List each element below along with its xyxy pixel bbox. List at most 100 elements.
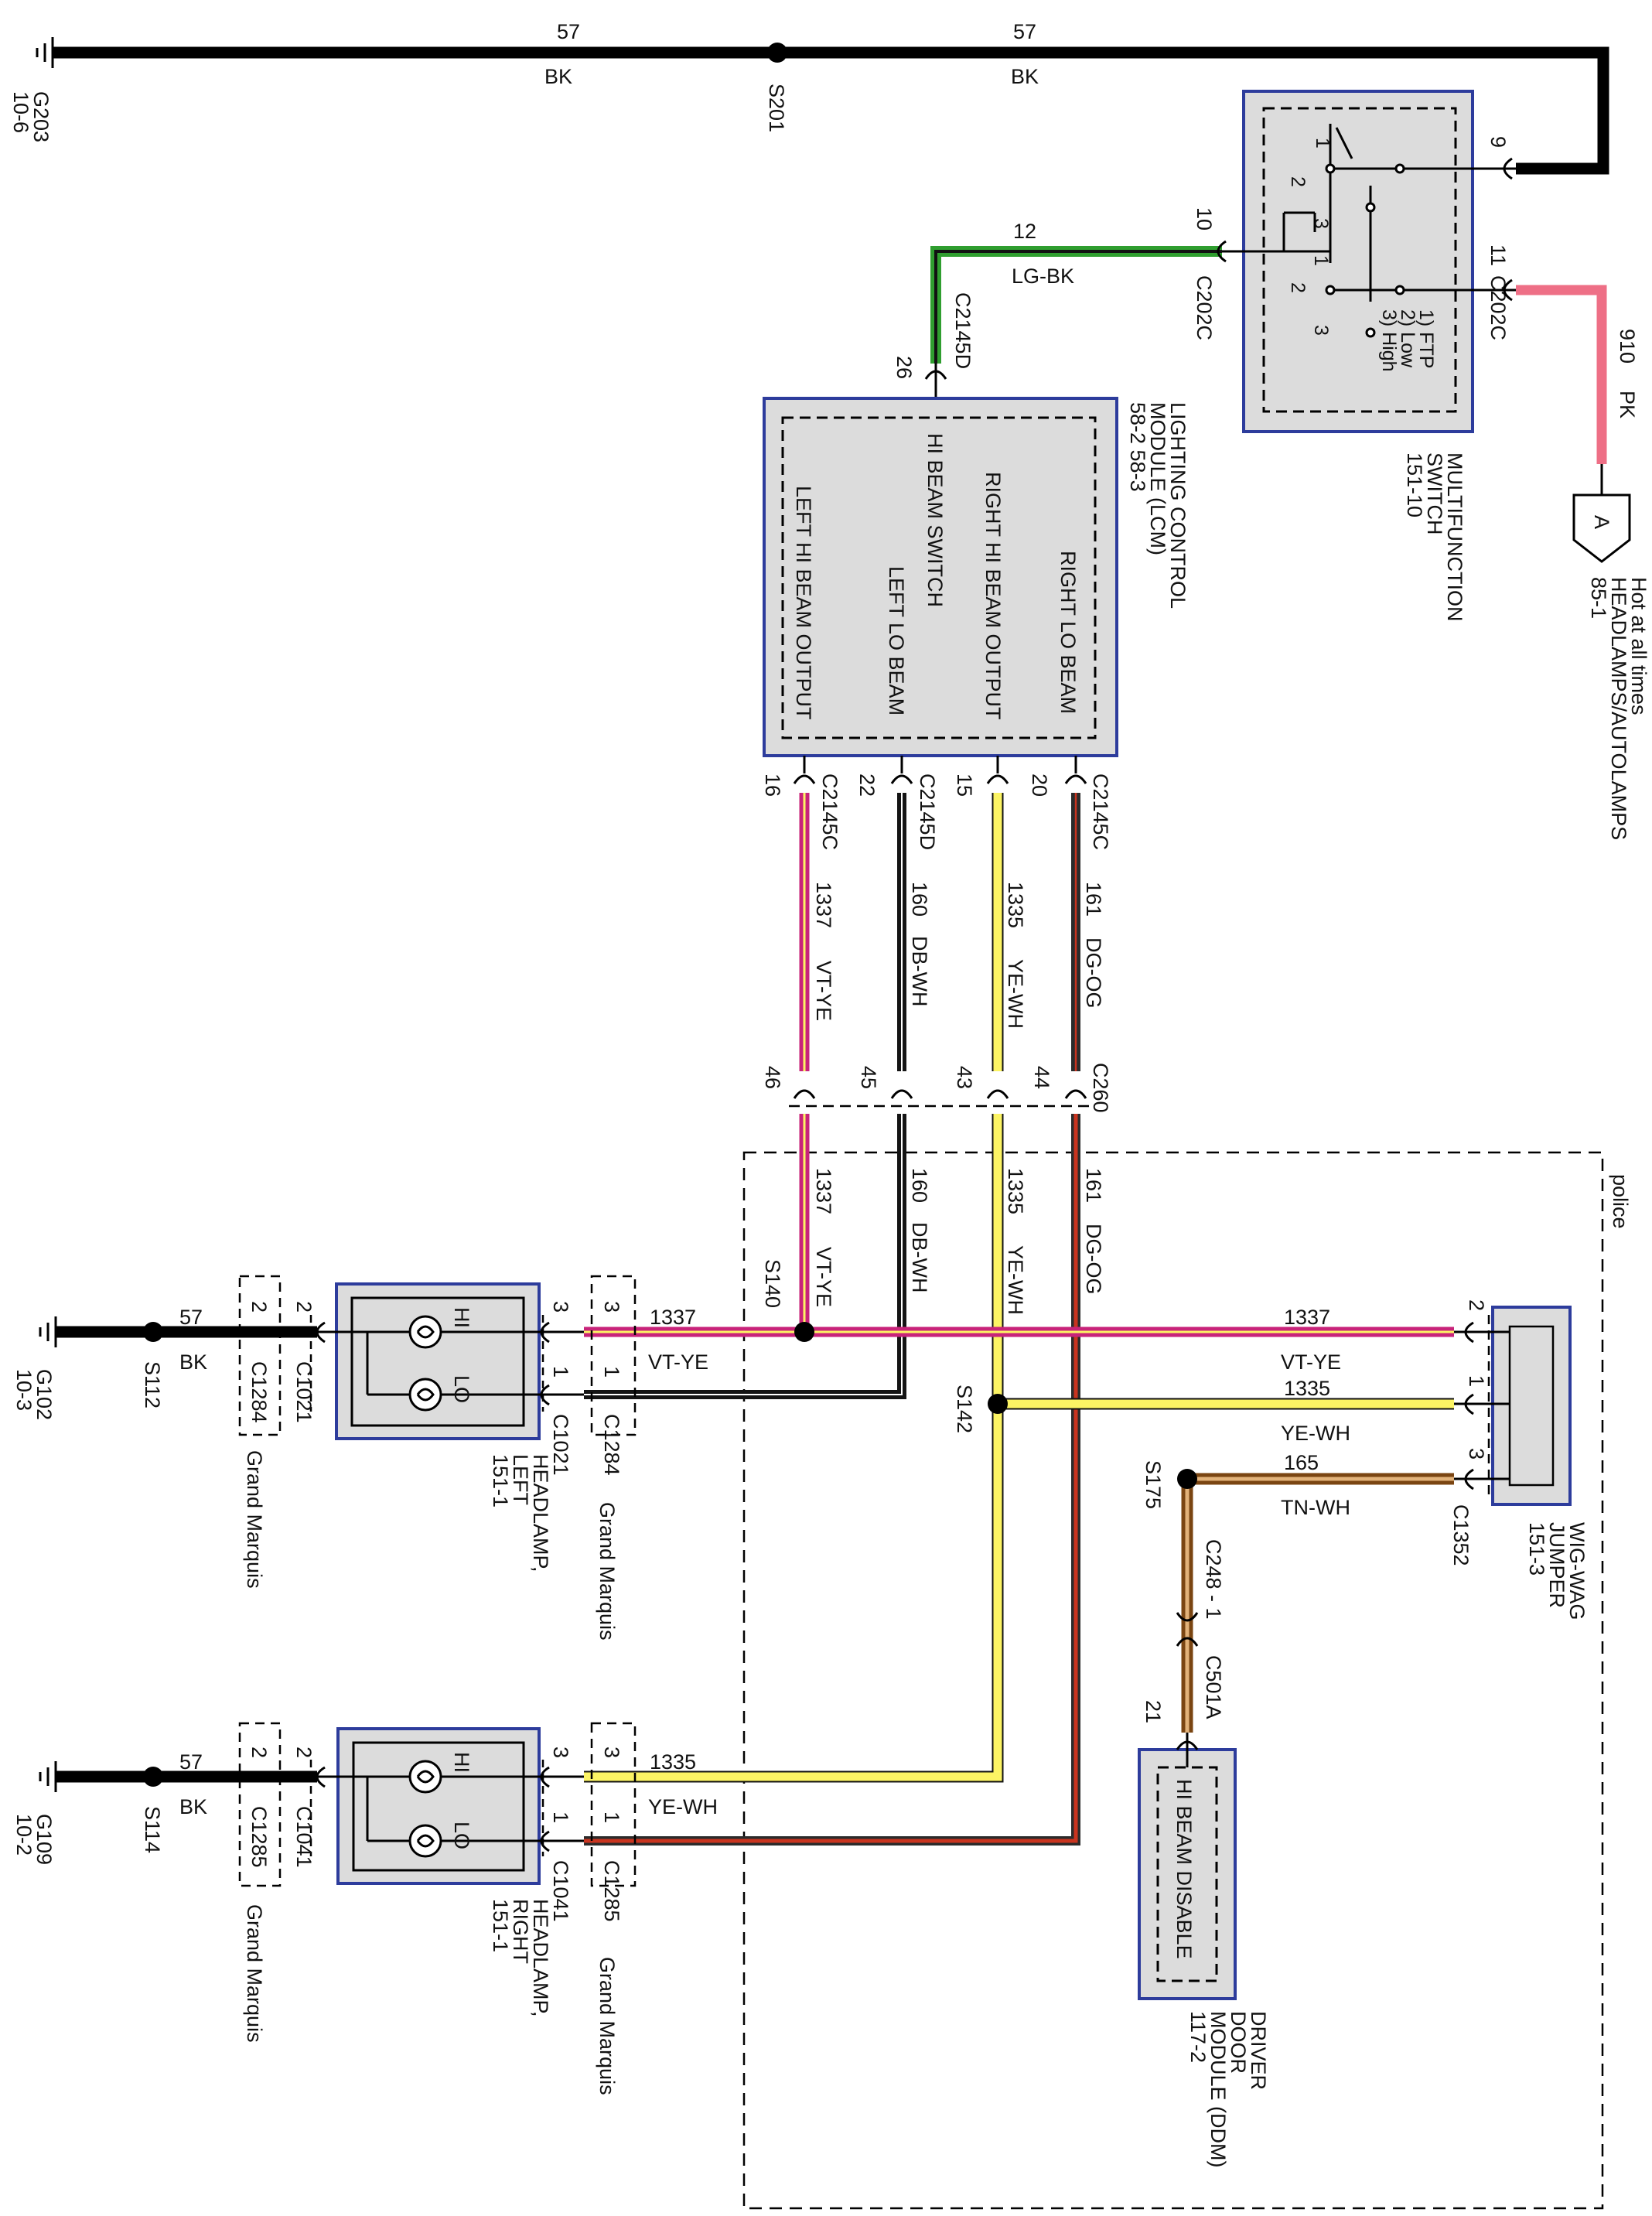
headlamp-right-inline-label: C1285 [600, 1860, 623, 1922]
headlamp-left-gnd-pin-inline: 2 [247, 1301, 271, 1313]
headlamp-left-connector-right: C1021 [549, 1414, 572, 1476]
police-label: police [1609, 1174, 1632, 1229]
headlamp-right-filaments [317, 1760, 584, 1858]
switch-contacts [1282, 124, 1516, 338]
headlamp-right-hi: HI [450, 1752, 473, 1773]
headlamp-right-gnd-pin-inline: 2 [247, 1747, 271, 1758]
connector-a-letter: A [1590, 515, 1613, 529]
connector-c2145c-right: C2145C [1089, 773, 1112, 850]
headlamp-right-inline-pin1: 1 [600, 1811, 623, 1823]
headlamp-left-inline-label-left: C1284 [247, 1361, 271, 1423]
splice-label-s114: S114 [141, 1806, 164, 1853]
lcm-inner [781, 416, 1097, 739]
ground-right-color: BK [179, 1795, 207, 1818]
hot-feed-line2: HEADLAMPS/AUTOLAMPS [1607, 577, 1630, 840]
ground-page-g203: 10-6 [9, 91, 32, 133]
connector-arrow-ddm-pin21 [1176, 1740, 1199, 1750]
wig-wag-inner [1508, 1325, 1555, 1487]
c260-pin-44: 44 [1030, 1066, 1053, 1089]
ground-page-g109: 10-2 [12, 1814, 36, 1856]
headlamp-left-wire-circuit: 1337 [650, 1306, 696, 1329]
headlamp-right-variant-left: Grand Marquis [243, 1904, 266, 2043]
headlamp-left-filaments [317, 1315, 584, 1412]
splice-dot-s112 [143, 1322, 163, 1342]
headlamp-right-line2: RIGHT [509, 1899, 532, 1964]
headlamp-left-hi: HI [450, 1307, 473, 1328]
wire-label-db-wh-lower: DB-WH [908, 1222, 931, 1292]
headlamp-left-gnd-pin: 2 [292, 1301, 316, 1313]
headlamp-left-inline-label: C1284 [600, 1414, 623, 1476]
ddm-line3: MODULE (DDM) [1207, 2011, 1230, 2168]
ddm-function: HI BEAM DISABLE [1172, 1779, 1196, 1959]
wire-label-161-lower: 161 [1082, 1168, 1105, 1203]
pin-22: 22 [855, 773, 879, 797]
wire-label-dg-og-upper: DG-OG [1082, 937, 1105, 1009]
wire-12-lg-bk [930, 246, 1222, 364]
wire-label-165-bus: 165 [1284, 1451, 1319, 1474]
splice-label-s142: S142 [953, 1385, 976, 1433]
ground-left-color: BK [179, 1350, 207, 1374]
c260-pin-46: 46 [761, 1066, 784, 1089]
wire-label-910: 910 [1616, 329, 1639, 364]
splice-label-s140: S140 [761, 1259, 784, 1308]
wig-wag-pin-1: 1 [1465, 1375, 1488, 1387]
wig-wag-pin-3: 3 [1465, 1448, 1488, 1460]
wire-label-ye-wh-lower: YE-WH [1004, 1245, 1027, 1315]
lcm-function-right-lo-beam: RIGHT LO BEAM [1056, 551, 1080, 714]
headlamp-right-wire-color: YE-WH [648, 1795, 718, 1818]
wire-label-161-upper: 161 [1082, 882, 1105, 917]
headlamp-left-inline-pin1: 1 [600, 1366, 623, 1378]
ground-label-g203: G203 [29, 91, 53, 142]
headlamp-right-line1: HEADLAMP, [529, 1899, 552, 2017]
headlamp-right-lo: LO [450, 1822, 473, 1849]
headlamp-left-variant-left: Grand Marquis [243, 1450, 266, 1589]
headlamp-right-arrow-hi [540, 1766, 550, 1788]
ddm-pin-21: 21 [1142, 1700, 1165, 1723]
wire-label-ye-wh-upper: YE-WH [1004, 959, 1027, 1029]
connector-c2145d-top: C2145D [951, 292, 974, 369]
ddm-connector-c248: C248 - 1 [1202, 1539, 1225, 1620]
headlamp-left-connector-left: C1021 [292, 1361, 316, 1423]
headlamp-left-inner [350, 1296, 525, 1427]
headlamp-left-variant-right: Grand Marquis [596, 1502, 619, 1641]
headlamp-left-arrow-lo [540, 1384, 550, 1406]
wire-label-db-wh-upper: DB-WH [908, 936, 931, 1006]
ddm-line2: DOOR [1227, 2011, 1250, 2074]
ddm-box [1138, 1748, 1237, 2000]
headlamp-right-inline-pin3: 3 [600, 1747, 623, 1758]
headlamp-left-arrow-gnd [316, 1321, 326, 1344]
wire-label-dg-og-lower: DG-OG [1082, 1224, 1105, 1295]
wire-910-pk [1516, 285, 1607, 464]
switch-page: 151-10 [1403, 452, 1426, 517]
wire-57-bk-top [53, 46, 1609, 175]
ground-page-g102: 10-3 [12, 1369, 36, 1411]
headlamp-right-inline-left [238, 1722, 282, 1887]
wire-label-160-upper: 160 [908, 882, 931, 917]
headlamp-left-arrow-hi [540, 1321, 550, 1344]
headlamp-right-variant-right: Grand Marquis [596, 1957, 619, 2095]
wire-label-ye-wh-bus: YE-WH [1281, 1422, 1350, 1445]
c260-pin-45: 45 [857, 1066, 880, 1089]
lcm-title-line2: MODULE (LCM) [1146, 402, 1169, 555]
hot-feed-line1: Hot at all times [1627, 577, 1650, 715]
wig-wag-page: 151-3 [1525, 1522, 1548, 1576]
wig-wag-line1: WIG-WAG [1565, 1522, 1589, 1620]
lcm-output-arrows [793, 756, 1087, 784]
headlamp-right-inline-right [590, 1722, 637, 1887]
headlamp-left-line1: HEADLAMP, [529, 1454, 552, 1572]
wire-label-160-lower: 160 [908, 1168, 931, 1203]
headlamp-left-line2: LEFT [509, 1454, 532, 1505]
switch-contact-2b: 2 [1287, 282, 1309, 293]
wire-label-vt-ye-bus: VT-YE [1281, 1350, 1341, 1374]
wire-label-1335-lower: 1335 [1004, 1168, 1027, 1214]
switch-contact-1: 1 [1312, 138, 1333, 149]
ddm-connector-c501a: C501A [1202, 1655, 1225, 1719]
wire-label-vt-ye-upper: VT-YE [812, 961, 835, 1021]
wire-label-57-right: 57 [1013, 20, 1036, 43]
headlamp-right-page: 151-1 [489, 1899, 512, 1952]
switch-connector-c202c-left: C202C [1193, 275, 1216, 340]
connector-arrow-pin9 [1503, 157, 1513, 180]
splice-dot-s114 [143, 1767, 163, 1787]
wire-label-1335-bus: 1335 [1284, 1377, 1330, 1400]
headlamp-right-wire-circuit: 1335 [650, 1750, 696, 1774]
